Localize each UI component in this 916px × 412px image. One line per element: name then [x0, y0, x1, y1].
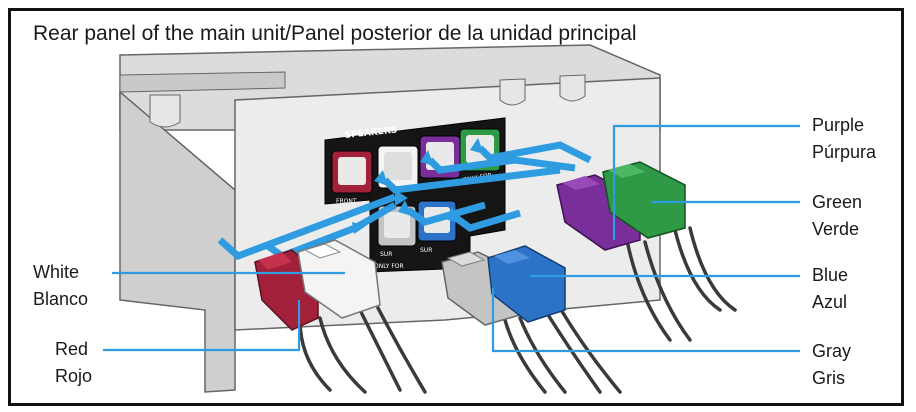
- callout-white-en: White: [33, 262, 80, 282]
- leader-lines: [103, 124, 800, 353]
- leader-gray: [491, 288, 800, 353]
- callout-blue-en: Blue: [812, 265, 849, 285]
- sur-label-1: SUR: [380, 251, 392, 258]
- callout-green-en: Green: [812, 192, 863, 212]
- callout-purple: Purple Púrpura: [812, 112, 876, 166]
- callout-red-es: Rojo: [55, 366, 93, 386]
- arrow-head-1: [395, 190, 408, 206]
- arrow-head-3: [374, 170, 388, 186]
- sur-label-2: SUR: [420, 247, 432, 254]
- callout-purple-en: Purple: [812, 115, 865, 135]
- arrow-head-6: [398, 200, 412, 216]
- callout-red-en: Red: [55, 339, 89, 359]
- callout-red: Red Rojo: [55, 336, 92, 390]
- callout-gray-en: Gray: [812, 341, 852, 361]
- front-label: FRONT: [336, 198, 357, 205]
- callout-green: Green Verde: [812, 189, 862, 243]
- connection-arrows: [217, 141, 592, 261]
- callout-white: White Blanco: [33, 259, 88, 313]
- plug-white: [297, 239, 381, 319]
- callout-blue-es: Azul: [812, 292, 848, 312]
- callout-white-es: Blanco: [33, 289, 89, 309]
- callout-purple-es: Púrpura: [812, 142, 877, 162]
- speaker-terminal-block: SPEAKERS FRONT ONLY FOR ONLY FOR SUR SUR…: [324, 117, 506, 273]
- only-for-label-3: ONLY FOR: [374, 263, 404, 270]
- leader-red: [103, 300, 301, 352]
- plug-green: [602, 161, 686, 239]
- leader-purple: [612, 124, 800, 240]
- arrow-head-4: [420, 150, 434, 166]
- arrow-head-7: [445, 207, 459, 223]
- arrow-head-5: [470, 138, 484, 154]
- figure-frame: [8, 8, 904, 406]
- callout-green-es: Verde: [812, 219, 860, 239]
- figure-title: Rear panel of the main unit/Panel poster…: [33, 22, 637, 45]
- arrow-heads: [352, 138, 484, 234]
- callout-blue: Blue Azul: [812, 262, 848, 316]
- callout-gray-es: Gris: [812, 368, 845, 388]
- arrow-head-2: [352, 222, 366, 234]
- callout-gray: Gray Gris: [812, 338, 851, 392]
